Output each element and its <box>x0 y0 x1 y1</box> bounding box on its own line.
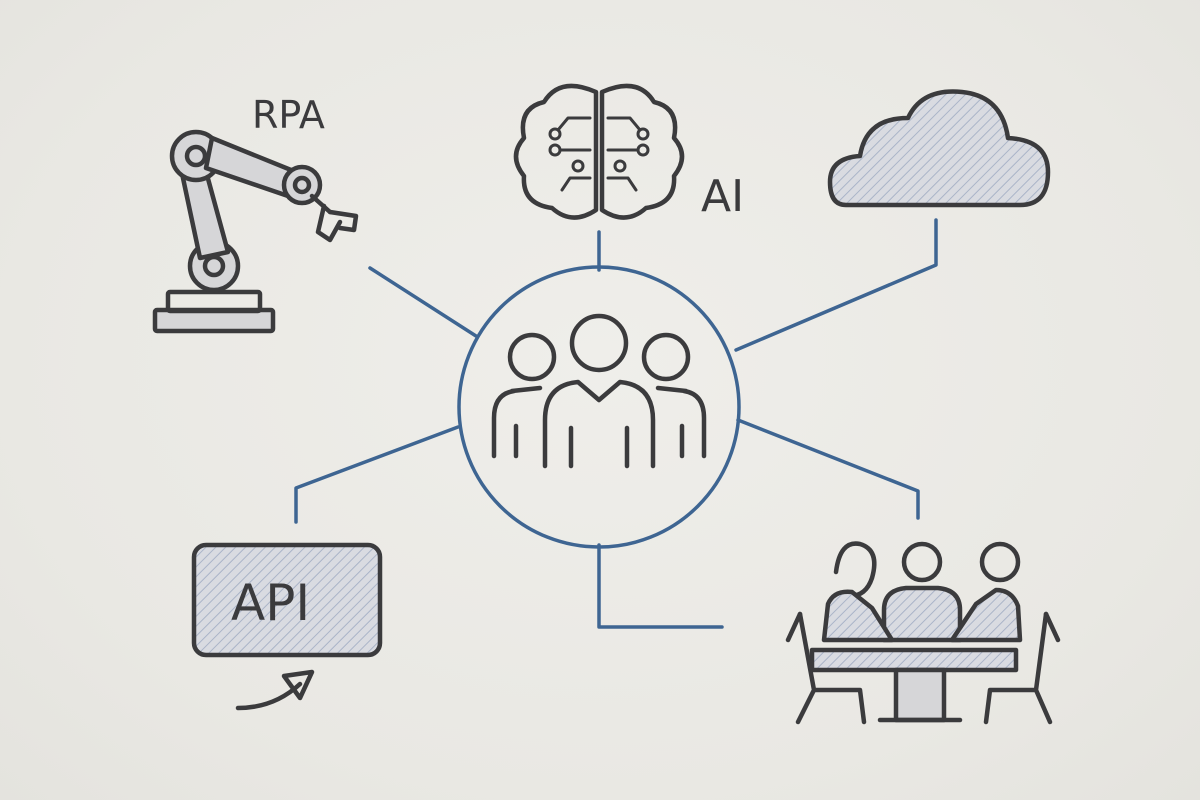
connectors <box>294 218 938 629</box>
connector-cloud <box>734 218 938 352</box>
ai-label: AI <box>701 171 744 222</box>
brain-icon <box>513 83 685 220</box>
connector-bottom <box>597 543 724 629</box>
hub-circle <box>457 265 741 549</box>
api-window-icon: API <box>191 542 383 711</box>
api-label: API <box>231 574 310 632</box>
cloud-icon <box>827 89 1051 208</box>
robot-arm-icon <box>152 129 359 334</box>
team-meeting-icon <box>785 541 1061 725</box>
connector-rpa <box>368 266 478 338</box>
connector-meeting <box>736 418 920 520</box>
people-group-icon <box>491 313 707 469</box>
rpa-label: RPA <box>252 93 325 137</box>
connector-api <box>294 425 460 524</box>
